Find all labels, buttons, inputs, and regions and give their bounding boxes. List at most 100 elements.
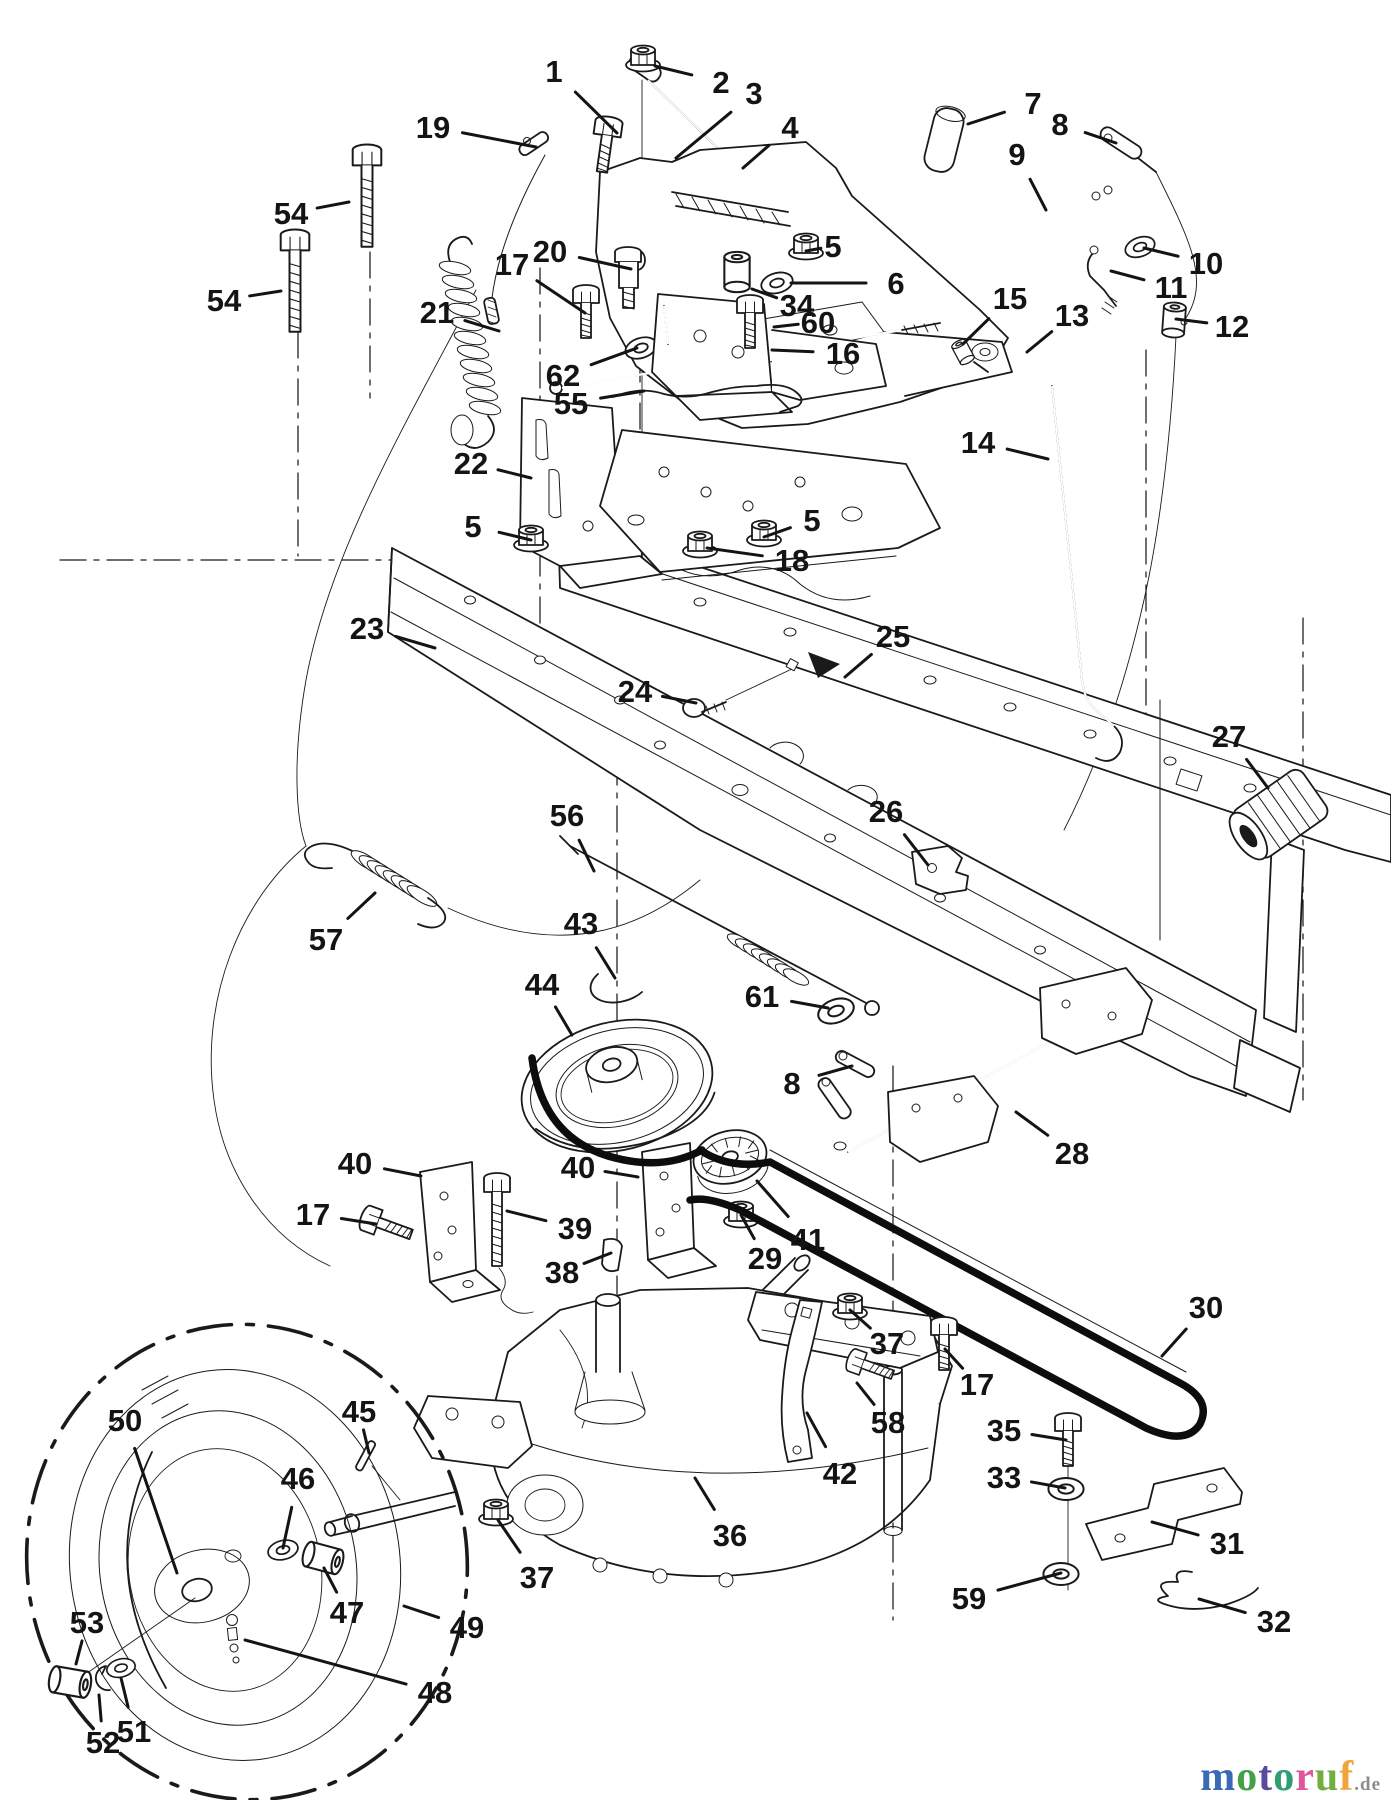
callout-leader-62	[589, 346, 639, 367]
callout-leader-5	[497, 530, 533, 542]
callout-leader-42	[805, 1411, 828, 1449]
watermark-letter: r	[1295, 1754, 1315, 1800]
callout-leader-40	[382, 1167, 423, 1178]
callout-leader-51	[119, 1676, 130, 1709]
callout-leader-49	[402, 1604, 441, 1620]
watermark-motoruf: motoruf.de	[1200, 1756, 1381, 1798]
callout-leader-38	[582, 1251, 613, 1265]
callout-leader-7	[966, 110, 1006, 126]
callout-label-54: 54	[274, 196, 309, 231]
callout-label-42: 42	[823, 1456, 857, 1491]
callout-leader-52	[97, 1693, 103, 1723]
callout-label-9: 9	[1008, 137, 1025, 172]
callout-leader-4	[741, 143, 771, 170]
callout-label-18: 18	[775, 543, 809, 578]
watermark-letter: f	[1339, 1754, 1355, 1800]
callout-label-8: 8	[783, 1066, 800, 1101]
callout-leader-40	[603, 1170, 640, 1179]
callout-leader-44	[554, 1005, 574, 1037]
callout-label-20: 20	[533, 234, 567, 269]
callout-label-15: 15	[993, 281, 1027, 316]
callout-leader-55	[599, 389, 646, 400]
clutch-idler-assembly	[303, 835, 1153, 1314]
callout-leader-58	[855, 1381, 876, 1406]
callout-leader-54	[315, 200, 351, 210]
callout-label-50: 50	[108, 1403, 142, 1438]
callout-leader-48	[243, 1638, 408, 1686]
callout-leader-11	[1109, 269, 1146, 282]
wheel-assembly	[24, 1322, 470, 1800]
callout-label-7: 7	[1024, 86, 1041, 121]
callout-label-48: 48	[418, 1675, 452, 1710]
callout-label-60: 60	[801, 305, 835, 340]
callout-leader-23	[394, 634, 437, 650]
callout-leader-31	[1150, 1520, 1200, 1537]
callout-leader-16	[770, 348, 815, 354]
rail-hardware	[682, 658, 1329, 895]
drive-belt-30	[528, 1054, 1207, 1440]
callout-leader-45	[362, 1428, 371, 1455]
callout-label-8: 8	[1051, 107, 1068, 142]
callout-label-44: 44	[525, 967, 560, 1002]
callout-label-2: 2	[712, 65, 729, 100]
frame-rail-23	[387, 547, 1301, 1113]
callout-leader-22	[496, 468, 533, 480]
callout-label-34: 34	[780, 288, 815, 323]
callout-label-10: 10	[1189, 246, 1223, 281]
callout-leader-3	[674, 110, 733, 160]
callout-label-56: 56	[550, 798, 584, 833]
callout-leader-1	[573, 90, 619, 135]
callout-label-14: 14	[961, 425, 996, 460]
callout-label-1: 1	[545, 54, 562, 89]
callout-label-22: 22	[454, 446, 488, 481]
frame-rail-25	[557, 519, 1391, 1033]
callout-leader-33	[1029, 1480, 1067, 1490]
callout-label-51: 51	[117, 1714, 151, 1749]
callout-leader-56	[577, 838, 596, 873]
callout-label-37: 37	[870, 1326, 904, 1361]
callout-label-47: 47	[330, 1595, 364, 1630]
callout-leader-20	[577, 256, 633, 271]
callout-label-39: 39	[558, 1211, 592, 1246]
callout-label-5: 5	[803, 503, 820, 538]
callout-label-12: 12	[1215, 309, 1249, 344]
callout-label-25: 25	[876, 619, 910, 654]
callout-label-23: 23	[350, 611, 384, 646]
callout-leader-30	[1160, 1327, 1188, 1358]
callout-leader-46	[281, 1505, 294, 1550]
watermark-suffix: .de	[1354, 1774, 1381, 1795]
callout-leader-53	[74, 1639, 84, 1666]
callout-leader-37	[848, 1308, 872, 1330]
watermark-letter: u	[1314, 1754, 1340, 1800]
callout-leader-21	[463, 319, 501, 333]
callout-leader-8	[1083, 131, 1118, 145]
callout-leader-39	[505, 1209, 548, 1223]
callout-leader-25	[843, 652, 873, 679]
callout-label-62: 62	[546, 358, 580, 393]
callout-leader-35	[1030, 1433, 1068, 1442]
callout-leader-61	[790, 999, 830, 1010]
callout-label-53: 53	[70, 1605, 104, 1640]
callout-label-5: 5	[824, 229, 841, 264]
watermark-letter: m	[1200, 1754, 1237, 1800]
callout-leader-54	[248, 289, 283, 298]
callout-label-45: 45	[342, 1394, 376, 1429]
callout-leader-9	[1028, 177, 1048, 212]
callout-label-19: 19	[416, 110, 450, 145]
callout-label-37: 37	[520, 1560, 554, 1595]
callout-label-5: 5	[464, 509, 481, 544]
callout-label-13: 13	[1055, 298, 1089, 333]
callout-leader-17	[943, 1347, 965, 1370]
callout-label-40: 40	[338, 1146, 372, 1181]
callout-label-43: 43	[564, 906, 598, 941]
callout-leader-26	[902, 833, 930, 867]
callout-leader-57	[346, 891, 377, 920]
callout-label-52: 52	[86, 1725, 120, 1760]
callout-label-4: 4	[781, 110, 799, 145]
callout-label-27: 27	[1212, 719, 1246, 754]
callout-leader-32	[1197, 1597, 1247, 1615]
callout-leader-14	[1005, 447, 1050, 461]
callout-label-3: 3	[745, 76, 762, 111]
watermark-letter: t	[1258, 1754, 1274, 1800]
